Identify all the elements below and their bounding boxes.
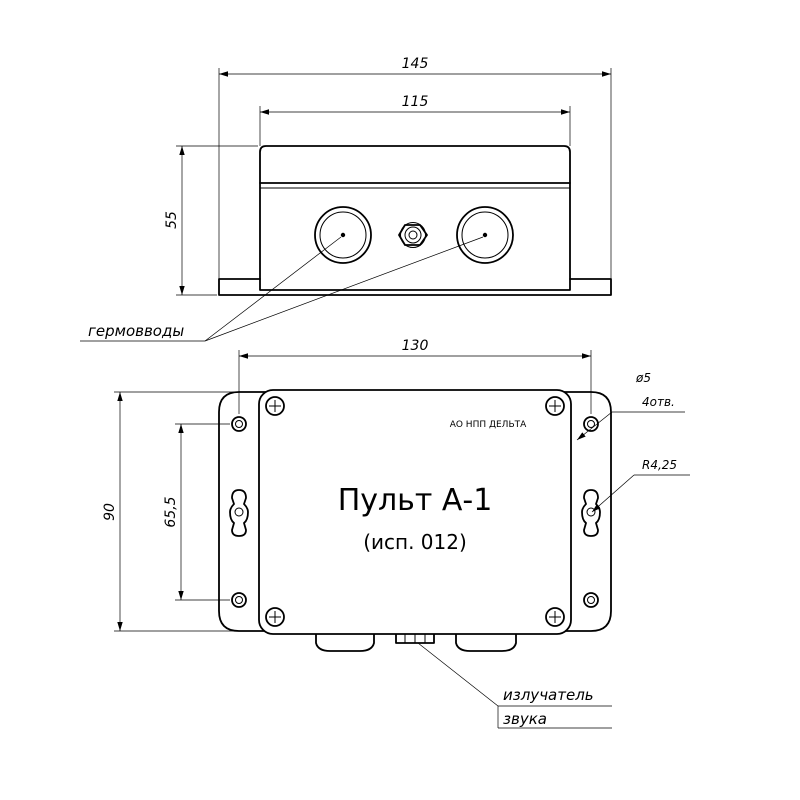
front-view: АО НПП ДЕЛЬТА Пульт А-1 (исп. 012) 130 9…	[102, 338, 690, 729]
mounting-hole	[583, 592, 599, 608]
radius-callout: R4,25	[591, 458, 690, 513]
dim-90: 90	[102, 391, 237, 632]
keyhole-slot-left	[229, 489, 249, 537]
side-view-body	[259, 145, 571, 280]
side-view: 145 115 55 гермовводы	[80, 56, 612, 342]
cable-glands-label: гермовводы	[88, 322, 184, 340]
mounting-hole	[231, 592, 247, 608]
sound-emitter-callout: излучатель звука	[417, 642, 612, 729]
dim-130-label: 130	[402, 338, 429, 354]
hole-callout: ø5 4отв.	[576, 371, 685, 441]
device-title: Пульт А-1	[338, 483, 493, 518]
mounting-hole	[231, 416, 247, 432]
side-view-flange	[218, 278, 612, 296]
mounting-hole	[583, 416, 599, 432]
cable-gland-right	[456, 206, 514, 264]
lid-screw	[545, 607, 565, 627]
dim-65-5-label: 65,5	[163, 496, 179, 527]
dim-55: 55	[164, 145, 258, 296]
dim-55-label: 55	[164, 211, 180, 229]
keyhole-center-left	[234, 507, 244, 517]
enclosure-body	[258, 389, 572, 635]
gland-bottom-left	[315, 630, 375, 652]
radius-label: R4,25	[642, 458, 677, 472]
dim-115: 115	[259, 94, 571, 146]
keyhole-slot-right	[581, 489, 601, 537]
dim-90-label: 90	[102, 503, 118, 521]
sound-emitter-label-1: излучатель	[503, 686, 594, 704]
cable-glands-callout: гермовводы	[80, 236, 484, 342]
dim-65-5: 65,5	[163, 423, 230, 601]
dim-130: 130	[238, 338, 592, 414]
hole-count-label: 4отв.	[642, 395, 675, 409]
keyhole-center-right	[586, 507, 596, 517]
manufacturer-label: АО НПП ДЕЛЬТА	[450, 420, 527, 430]
device-subtitle: (исп. 012)	[363, 530, 467, 554]
mounting-plate	[218, 391, 612, 632]
lid-screw	[265, 396, 285, 416]
dim-145: 145	[218, 56, 612, 279]
gland-bottom-right	[455, 630, 517, 652]
dim-145-label: 145	[402, 56, 429, 72]
lid-screw	[545, 396, 565, 416]
lid-screw	[265, 607, 285, 627]
dim-115-label: 115	[402, 94, 429, 110]
hole-diameter-label: ø5	[635, 371, 651, 385]
cable-gland-left	[314, 206, 372, 264]
sound-emitter-label-2: звука	[503, 710, 547, 728]
hex-nut	[398, 222, 428, 248]
